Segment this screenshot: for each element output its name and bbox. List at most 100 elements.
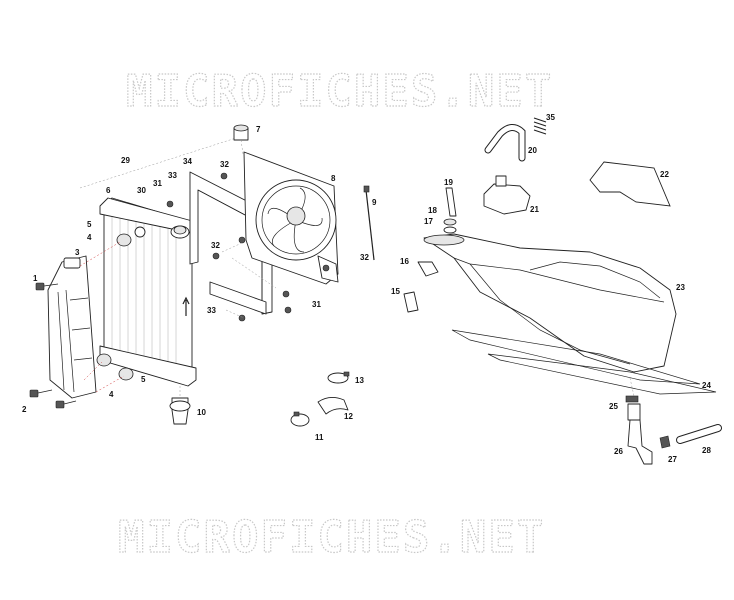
grommet-17: [443, 226, 457, 234]
callout-6: 6: [106, 186, 111, 195]
callout-22: 22: [660, 170, 669, 179]
callout-16: 16: [400, 257, 409, 266]
protection-strip-lower: [487, 353, 717, 395]
callout-25: 25: [609, 402, 618, 411]
callout-27: 27: [668, 455, 677, 464]
hose-15: [403, 291, 419, 313]
frame-lower-rail: [209, 281, 267, 315]
callout-12: 12: [344, 412, 353, 421]
callout-21: 21: [530, 205, 539, 214]
callout-34: 34: [183, 157, 192, 166]
hose-clamp-11: [290, 413, 310, 427]
callout-11: 11: [315, 433, 324, 442]
nut-25: [625, 395, 639, 403]
hose-clamp-13: [327, 372, 349, 384]
callout-15: 15: [391, 287, 400, 296]
grommet-lower-1: [96, 353, 112, 367]
screw-leaders: [221, 241, 277, 319]
callout-10: 10: [197, 408, 206, 417]
fan-motor-hub: [286, 206, 306, 226]
lower-hose-collar: [169, 400, 191, 412]
screw-31a: [166, 200, 174, 208]
callout-5-upper: 5: [87, 220, 92, 229]
callout-3: 3: [75, 248, 80, 257]
fan-inner-ring: [261, 185, 331, 255]
leader-29: [79, 137, 237, 189]
inlet-fitting: [134, 226, 146, 238]
leader-7: [240, 139, 244, 155]
tap-16: [417, 261, 439, 277]
clamp-screw-11: [293, 411, 300, 417]
red-leaders: [79, 241, 125, 393]
callout-9: 9: [372, 198, 377, 207]
fuel-tank-assembly: [403, 117, 722, 465]
fuel-tank: [423, 233, 677, 373]
bolt-2b: [55, 400, 77, 409]
callout-23: 23: [676, 283, 685, 292]
screw-33b: [238, 314, 246, 322]
bolt-2a: [29, 389, 53, 398]
callout-33-upper: 33: [168, 171, 177, 180]
watermark-bottom: MICROFICHES.NET: [118, 512, 545, 563]
washer-18: [443, 218, 457, 226]
callout-4-lower: 4: [109, 390, 114, 399]
screw-32a: [220, 172, 228, 180]
rubber-bush-top: [233, 124, 249, 132]
screw-32b: [212, 252, 220, 260]
callout-26: 26: [614, 447, 623, 456]
bolt-19: [445, 187, 457, 217]
tank-upper-contour: [529, 261, 661, 299]
screw-33a: [238, 236, 246, 244]
fuel-cap: [483, 183, 531, 215]
callout-31-upper: 31: [153, 179, 162, 188]
callout-32-right: 32: [360, 253, 369, 262]
fuel-cap-vent: [495, 175, 507, 187]
tank-lower-line: [469, 263, 631, 365]
fan-assembly: [166, 124, 375, 322]
shroud-tab: [63, 257, 81, 269]
clip-27: [659, 435, 671, 449]
radiator-cap-top: [173, 225, 187, 235]
callout-13: 13: [355, 376, 364, 385]
radiator-fins: [111, 210, 177, 370]
callout-24: 24: [702, 381, 711, 390]
side-shroud: [47, 255, 97, 399]
callout-8: 8: [331, 174, 336, 183]
screw-31c: [282, 290, 290, 298]
fuel-hose: [677, 425, 721, 443]
cable-tie-head: [363, 185, 370, 193]
spring: [533, 117, 547, 135]
callout-20: 20: [528, 146, 537, 155]
callout-31-lower: 31: [312, 300, 321, 309]
shroud-ribs: [57, 289, 93, 393]
callout-1: 1: [33, 274, 38, 283]
petcock-26: [627, 419, 653, 465]
callout-labels: 1 2 3 4 4 5 5 6 7 8 9 10 11 12 13 15 16 …: [22, 113, 711, 464]
callout-29: 29: [121, 156, 130, 165]
callout-17: 17: [424, 217, 433, 226]
fan-blades: [267, 187, 323, 253]
callout-5-lower: 5: [141, 375, 146, 384]
radiator-assembly: [29, 137, 237, 425]
callout-2: 2: [22, 405, 27, 414]
clamp-screw-13: [343, 371, 350, 377]
grommet-lower-2: [118, 367, 134, 381]
hose-12: [317, 397, 349, 415]
callout-35: 35: [546, 113, 555, 122]
watermark-top: MICROFICHES.NET: [126, 66, 553, 117]
flow-arrow: [182, 296, 190, 316]
tank-seam: [453, 257, 665, 303]
callout-30: 30: [137, 186, 146, 195]
callout-28: 28: [702, 446, 711, 455]
petcock-body: [627, 403, 641, 421]
screw-31b: [284, 306, 292, 314]
protection-strip-upper: [451, 329, 701, 385]
callout-33-lower: 33: [207, 306, 216, 315]
hose-group: [290, 371, 350, 427]
screw-32c: [322, 264, 330, 272]
callout-4-upper: 4: [87, 233, 92, 242]
tank-filler-neck: [423, 234, 465, 246]
bolt-1: [35, 282, 59, 291]
leader-25: [629, 377, 635, 397]
